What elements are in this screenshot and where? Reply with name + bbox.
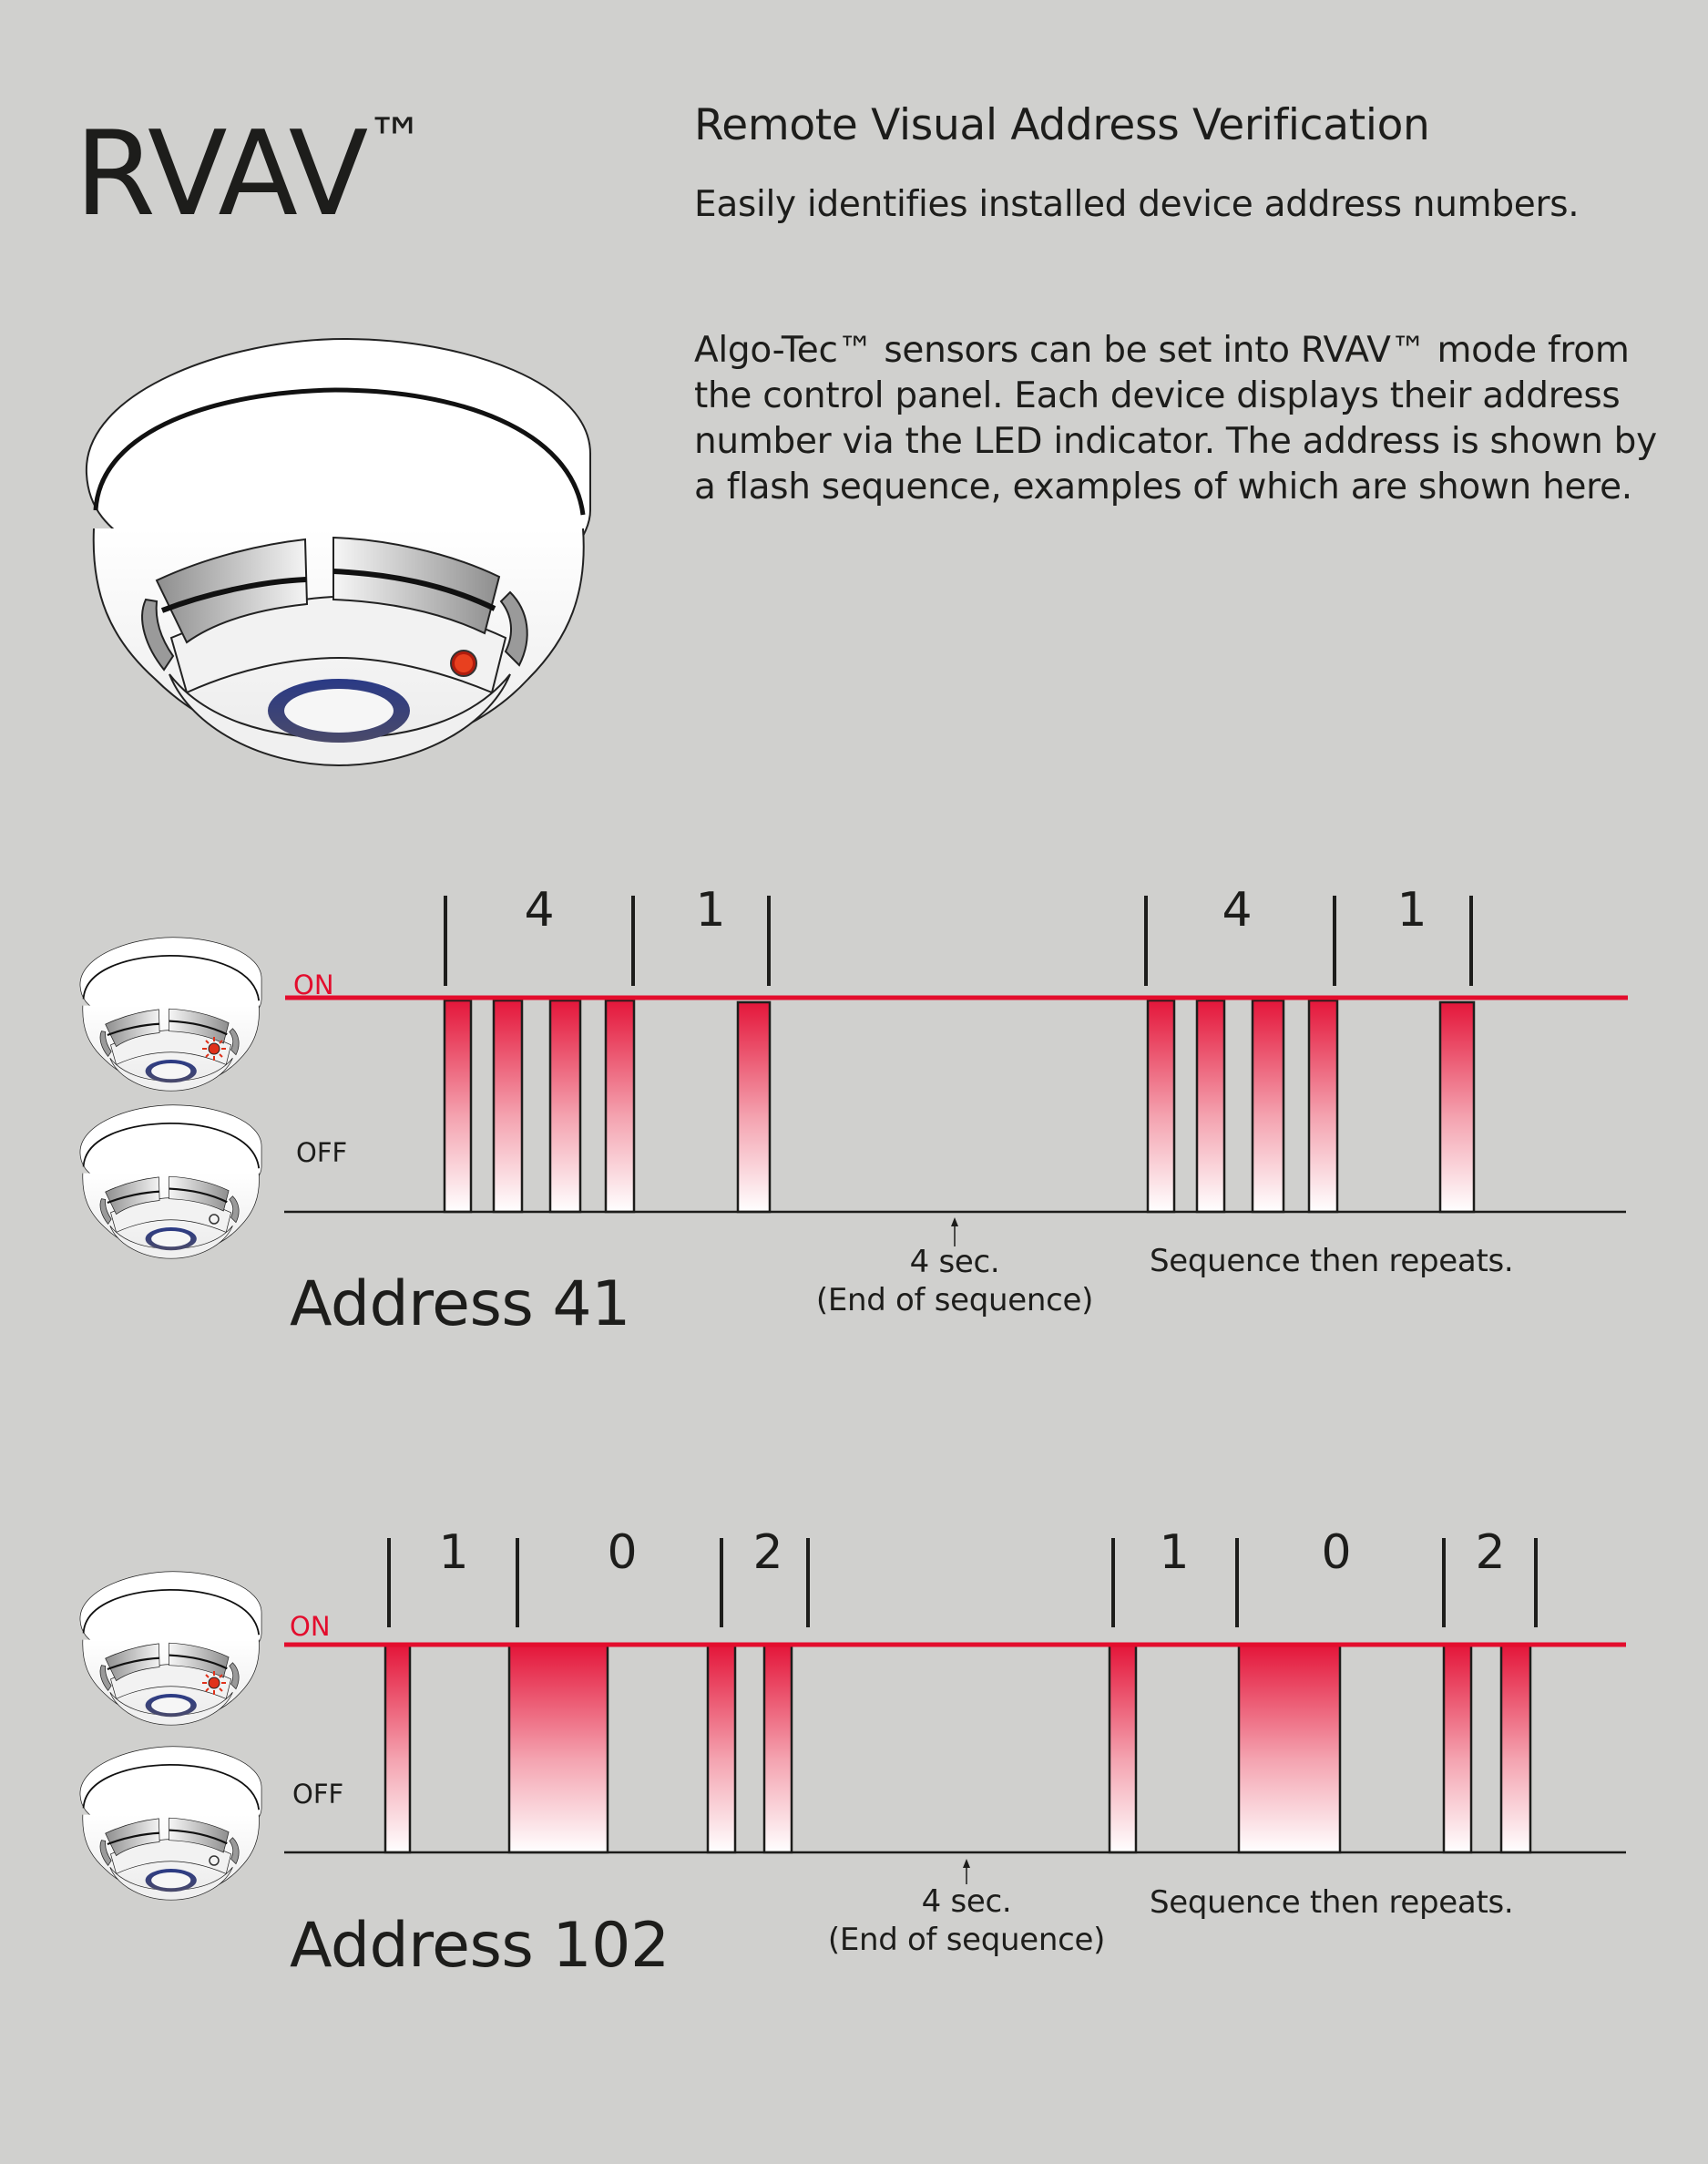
digit-dividers — [387, 1538, 1538, 1627]
detector-off-icon — [78, 1745, 263, 1902]
led-off-icon — [209, 1214, 220, 1225]
detector-off-icon — [78, 1103, 263, 1260]
timing-chart-address-102 — [78, 1538, 1626, 1902]
pulse-bars — [384, 1644, 1532, 1854]
off-state-label: OFF — [296, 1137, 348, 1168]
address-title: Address 102 — [290, 1910, 670, 1982]
led-off-icon — [209, 1855, 220, 1866]
digit-label: 4 — [1222, 883, 1253, 938]
off-state-label: OFF — [292, 1779, 344, 1810]
digit-label: 1 — [1159, 1525, 1190, 1580]
address-title: Address 41 — [290, 1268, 630, 1340]
trademark-symbol: ™ — [366, 107, 424, 174]
end-of-sequence-arrow-icon — [951, 1217, 958, 1246]
on-state-label: ON — [293, 969, 334, 1000]
pulse-bars — [443, 999, 1476, 1214]
repeat-label: Sequence then repeats. — [1150, 1243, 1514, 1279]
end-duration-text: 4 sec. — [909, 1244, 1000, 1280]
flashing-led-icon — [202, 1671, 226, 1695]
on-state-label: ON — [290, 1611, 331, 1642]
page-subtitle: Remote Visual Address Verification — [694, 100, 1430, 150]
digit-label: 1 — [695, 883, 726, 938]
digit-label: 2 — [1475, 1525, 1506, 1580]
brand-title: RVAV™ — [75, 111, 424, 233]
digit-label: 0 — [1321, 1525, 1352, 1580]
page-tagline: Easily identifies installed device addre… — [694, 184, 1580, 225]
detector-on-icon — [78, 1570, 263, 1727]
flashing-led-icon — [202, 1037, 226, 1061]
description-paragraph: Algo-Tec™ sensors can be set into RVAV™ … — [694, 330, 1657, 508]
timing-chart-address-41 — [78, 896, 1628, 1260]
repeat-label: Sequence then repeats. — [1150, 1884, 1514, 1921]
end-description-text: (End of sequence) — [815, 1282, 1094, 1318]
end-duration-text: 4 sec. — [921, 1883, 1012, 1920]
smoke-detector-illustration — [87, 339, 590, 765]
brand-name: RVAV — [75, 107, 368, 242]
end-of-sequence-label: 4 sec. (End of sequence) — [803, 1882, 1130, 1959]
end-description-text: (End of sequence) — [827, 1922, 1106, 1958]
digit-label: 2 — [752, 1525, 783, 1580]
digit-dividers — [444, 896, 1473, 986]
end-of-sequence-arrow-icon — [963, 1859, 970, 1884]
detector-on-icon — [78, 936, 263, 1092]
digit-label: 1 — [1396, 883, 1427, 938]
end-of-sequence-label: 4 sec. (End of sequence) — [791, 1243, 1119, 1319]
digit-label: 4 — [524, 883, 555, 938]
digit-label: 1 — [438, 1525, 469, 1580]
digit-label: 0 — [607, 1525, 638, 1580]
